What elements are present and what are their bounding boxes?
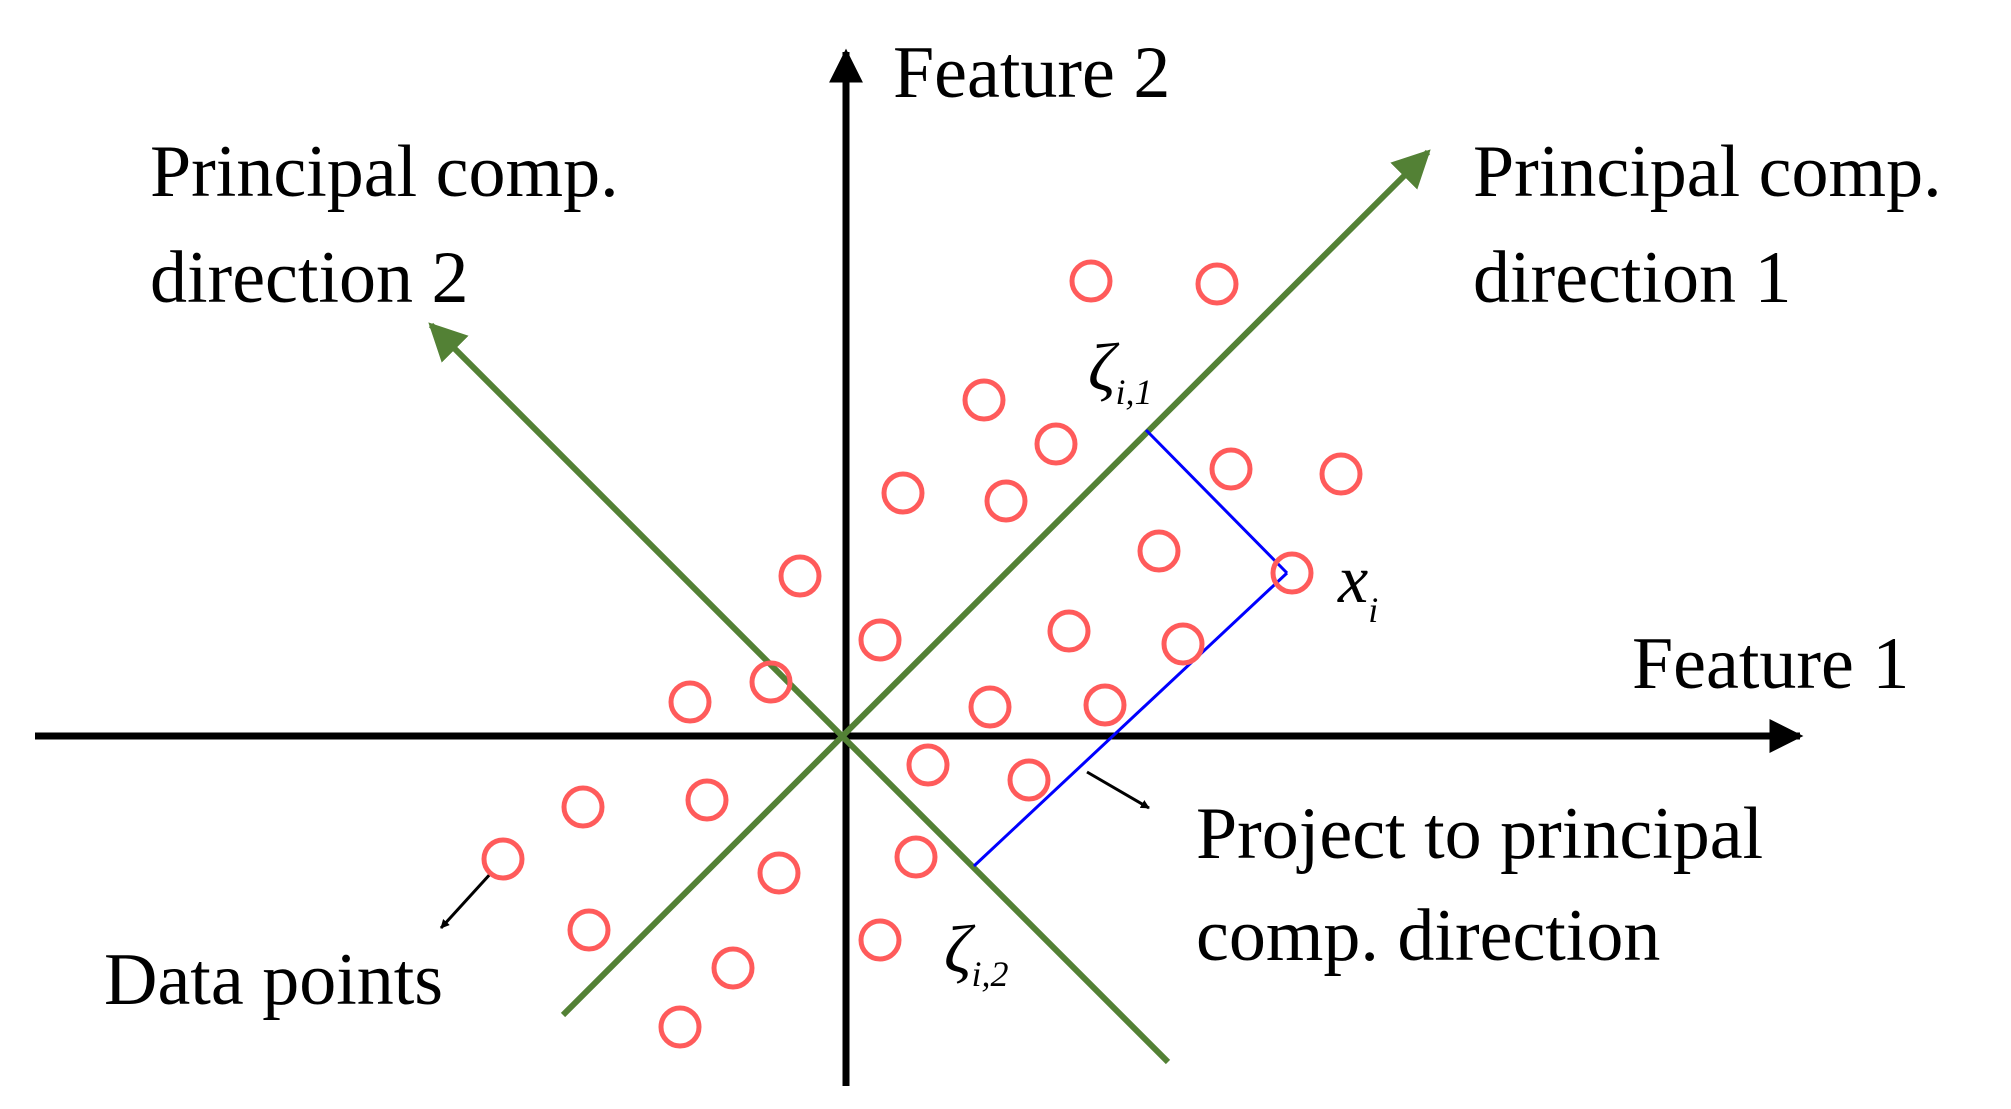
- data-point: [1007, 758, 1051, 802]
- zeta-i1-symbol: ζi,1: [1088, 329, 1153, 412]
- data-points: [481, 259, 1363, 1049]
- data-point: [1209, 447, 1253, 491]
- data-point: [1161, 622, 1205, 666]
- data-point: [858, 918, 902, 962]
- project-label-line2: comp. direction: [1196, 895, 1660, 977]
- data-point: [658, 1005, 702, 1049]
- project-label-line1: Project to principal: [1196, 793, 1763, 875]
- data-point: [1195, 262, 1239, 306]
- principal-direction-2-label-line1: Principal comp.: [150, 131, 619, 213]
- principal-direction-1-label-line1: Principal comp.: [1473, 131, 1942, 213]
- project-pointer-arrow: [1086, 770, 1150, 810]
- data-point: [1083, 683, 1127, 727]
- data-point: [984, 479, 1028, 523]
- projection-line-2: [972, 571, 1289, 868]
- data-point: [778, 554, 822, 598]
- data-point: [906, 743, 950, 787]
- projection-line-1: [1144, 428, 1289, 575]
- data-point: [481, 837, 525, 881]
- principal-direction-1-line: [560, 149, 1431, 1018]
- principal-direction-2-line: [428, 322, 1171, 1065]
- data-point: [962, 378, 1006, 422]
- feature-1-label: Feature 1: [1632, 623, 1909, 705]
- data-point: [858, 618, 902, 662]
- data-point: [1319, 452, 1363, 496]
- zeta-i2-symbol: ζi,2: [944, 911, 1009, 994]
- principal-direction-2-label-line2: direction 2: [150, 237, 469, 319]
- data-point-xi: [1270, 551, 1314, 595]
- data-points-label: Data points: [104, 939, 443, 1021]
- data-points-pointer-arrow: [439, 870, 494, 930]
- x-i-symbol: xi: [1337, 541, 1378, 630]
- data-point: [1047, 609, 1091, 653]
- data-point: [668, 680, 712, 724]
- data-point: [567, 908, 611, 952]
- data-point: [1069, 259, 1113, 303]
- data-point: [1034, 422, 1078, 466]
- data-point: [968, 685, 1012, 729]
- data-point: [749, 660, 793, 704]
- data-point: [881, 471, 925, 515]
- feature-2-label: Feature 2: [893, 32, 1170, 114]
- data-point: [894, 835, 938, 879]
- principal-direction-1-label-line2: direction 1: [1473, 237, 1792, 319]
- data-point: [561, 785, 605, 829]
- data-point: [1137, 529, 1181, 573]
- data-point: [685, 778, 729, 822]
- data-point: [757, 851, 801, 895]
- data-point: [711, 946, 755, 990]
